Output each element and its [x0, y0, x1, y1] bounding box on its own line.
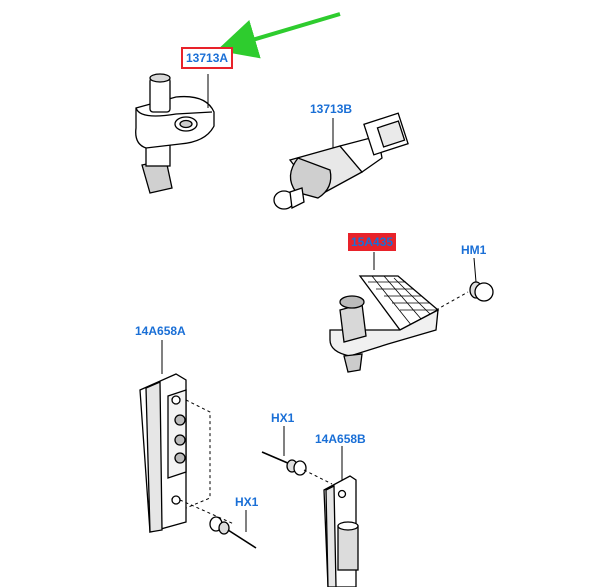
bracket-15a435-drawing — [329, 252, 469, 373]
part-label-hx1-lower[interactable]: HX1 — [235, 495, 259, 509]
switch-13713b-drawing — [273, 112, 409, 210]
part-label-13713b[interactable]: 13713B — [310, 102, 353, 116]
screw-hx1-upper-drawing — [261, 426, 333, 485]
pointer-arrow — [216, 12, 341, 59]
part-label-14a658a[interactable]: 14A658A — [135, 324, 186, 338]
part-label-14a658b[interactable]: 14A658B — [315, 432, 366, 446]
switch-13713a-drawing — [135, 73, 215, 194]
part-label-hx1-upper[interactable]: HX1 — [271, 411, 295, 425]
part-label-13713a[interactable]: 13713A — [181, 47, 234, 69]
screw-hm1-drawing — [469, 257, 494, 302]
part-label-15a435[interactable]: 15A435 — [348, 233, 397, 251]
part-label-hm1[interactable]: HM1 — [461, 243, 487, 257]
striker-14a658a-drawing — [139, 340, 235, 533]
screw-hx1-lower-drawing — [209, 510, 257, 549]
striker-14a658b-drawing — [323, 446, 359, 587]
